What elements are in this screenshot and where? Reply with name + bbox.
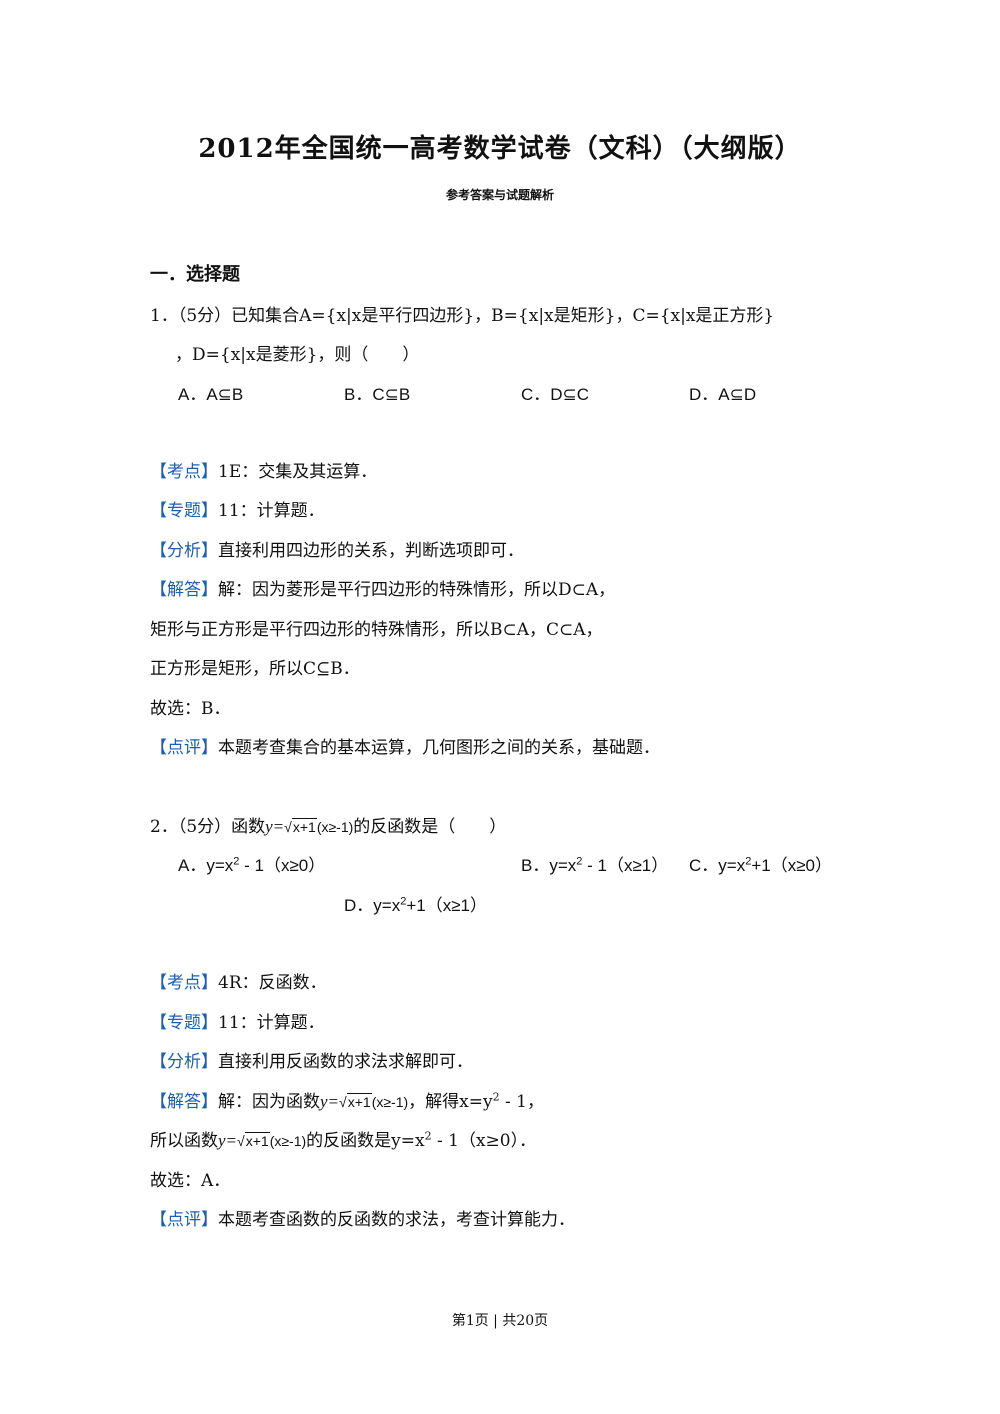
q2-option-d: D．y=x2+1（x≥1） — [344, 895, 488, 915]
q2-jieda-function: y=√x+1(x≥-1) — [320, 1092, 409, 1111]
q1-jieda-line1: 解：因为菱形是平行四边形的特殊情形，所以D⊂A， — [218, 580, 616, 600]
q2-jieda2-function: y=√x+1(x≥-1) — [218, 1131, 307, 1150]
section-heading: 一．选择题 — [150, 264, 240, 285]
q2-function: y=√x+1(x≥-1) — [265, 817, 354, 836]
jieda-tag: 【解答】 — [150, 1092, 218, 1112]
q1-fenxi: 直接利用四边形的关系，判断选项即可． — [218, 541, 524, 561]
q2-option-c: C．y=x2+1（x≥0） — [689, 855, 833, 875]
q1-kaodian: 1E：交集及其运算． — [218, 462, 378, 482]
dianping-tag: 【点评】 — [150, 738, 218, 758]
q2-stem-suffix: 的反函数是（ ） — [353, 817, 507, 837]
q2-dianping: 本题考查函数的反函数的求法，考查计算能力． — [218, 1210, 575, 1230]
q2-zhuanti: 11：计算题． — [218, 1013, 325, 1033]
func-y: y= — [265, 817, 285, 836]
q1-zhuanti-row: 【专题】11：计算题． — [150, 496, 325, 521]
q1-option-b: B．C⊆B — [344, 385, 411, 404]
q2-stem-prefix: 2．（5分）函数 — [150, 817, 266, 837]
q1-dianping: 本题考查集合的基本运算，几何图形之间的关系，基础题． — [218, 738, 660, 758]
q1-stem-line2: ，D={x|x是菱形}，则（ ） — [175, 345, 420, 365]
q1-dianping-row: 【点评】本题考查集合的基本运算，几何图形之间的关系，基础题． — [150, 733, 660, 758]
kaodian-tag: 【考点】 — [150, 973, 218, 993]
document-subtitle: 参考答案与试题解析 — [445, 188, 554, 202]
q1-option-c: C．D⊆C — [521, 385, 590, 404]
q2-kaodian: 4R：反函数． — [218, 973, 327, 993]
q1-jieda-line2: 矩形与正方形是平行四边形的特殊情形，所以B⊂A，C⊂A， — [150, 620, 603, 640]
zhuanti-tag: 【专题】 — [150, 1013, 218, 1033]
document-title: 2012年全国统一高考数学试卷（文科）（大纲版） — [198, 134, 802, 164]
q2-option-b: B．y=x2 - 1（x≥1） — [521, 855, 669, 875]
q2-select: 故选：A． — [150, 1171, 231, 1191]
q2-dianping-row: 【点评】本题考查函数的反函数的求法，考查计算能力． — [150, 1205, 575, 1230]
q1-zhuanti: 11：计算题． — [218, 501, 325, 521]
q2-stem: 2．（5分）函数y=√x+1(x≥-1)的反函数是（ ） — [150, 812, 506, 837]
q1-kaodian-row: 【考点】1E：交集及其运算． — [150, 457, 377, 482]
func-radicand: x+1 — [291, 818, 317, 835]
q2-jieda-row: 【解答】解：因为函数y=√x+1(x≥-1)，解得x=y2 - 1， — [150, 1090, 544, 1112]
fenxi-tag: 【分析】 — [150, 1052, 218, 1072]
q1-select: 故选：B． — [150, 699, 231, 719]
q1-jieda-line3: 正方形是矩形，所以C⊆B． — [150, 659, 360, 679]
q1-fenxi-row: 【分析】直接利用四边形的关系，判断选项即可． — [150, 536, 524, 561]
page-footer: 第1页 | 共20页 — [451, 1313, 549, 1329]
q1-option-d: D．A⊆D — [689, 385, 757, 404]
zhuanti-tag: 【专题】 — [150, 501, 218, 521]
q1-jieda-row: 【解答】解：因为菱形是平行四边形的特殊情形，所以D⊂A， — [150, 575, 615, 600]
q2-zhuanti-row: 【专题】11：计算题． — [150, 1008, 325, 1033]
q2-jieda-line2: 所以函数y=√x+1(x≥-1)的反函数是y=x2 - 1（x≥0）． — [150, 1129, 537, 1151]
fenxi-tag: 【分析】 — [150, 541, 218, 561]
q2-fenxi: 直接利用反函数的求法求解即可． — [218, 1052, 473, 1072]
dianping-tag: 【点评】 — [150, 1210, 218, 1230]
q1-stem-line1: 1．（5分）已知集合A={x|x是平行四边形}，B={x|x是矩形}，C={x|… — [150, 306, 775, 326]
kaodian-tag: 【考点】 — [150, 462, 218, 482]
jieda-tag: 【解答】 — [150, 580, 218, 600]
q2-option-a: A．y=x2 - 1（x≥0） — [178, 855, 326, 875]
q2-kaodian-row: 【考点】4R：反函数． — [150, 968, 327, 993]
q1-option-a: A．A⊆B — [178, 385, 244, 404]
q2-fenxi-row: 【分析】直接利用反函数的求法求解即可． — [150, 1047, 473, 1072]
func-condition: (x≥-1) — [316, 819, 354, 835]
